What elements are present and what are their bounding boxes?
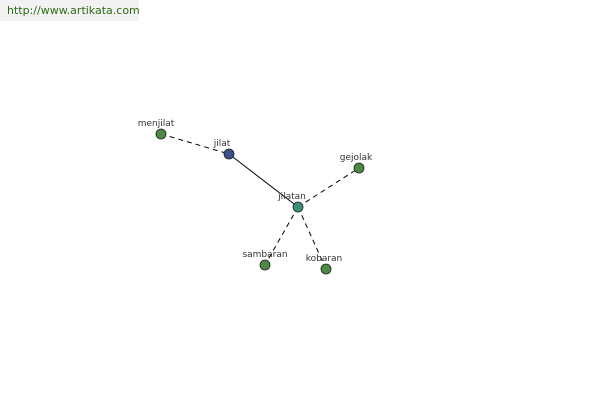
edge-layer [160, 133, 360, 270]
node-sambaran[interactable]: sambaran [242, 250, 288, 271]
url-bar: http://www.artikata.com [0, 0, 140, 21]
node-menjilat-marker[interactable] [155, 128, 167, 140]
node-sambaran-label[interactable]: sambaran [242, 250, 287, 260]
node-kobaran-marker[interactable] [320, 263, 332, 275]
node-jilat[interactable]: jilat [213, 139, 235, 160]
node-sambaran-marker[interactable] [259, 259, 271, 271]
node-kobaran[interactable]: kobaran [306, 254, 343, 275]
edge-jilat-jilatan [228, 153, 299, 208]
edge-jilatan-sambaran [264, 206, 299, 266]
node-jilat-marker[interactable] [223, 148, 235, 160]
node-jilatan[interactable]: jilatan [277, 192, 306, 213]
edge-menjilat-jilat [160, 133, 230, 155]
node-kobaran-label[interactable]: kobaran [306, 254, 343, 264]
edge-jilatan-kobaran [297, 206, 327, 270]
node-gejolak-label[interactable]: gejolak [340, 153, 373, 163]
node-menjilat[interactable]: menjilat [138, 119, 175, 140]
site-url-link[interactable]: http://www.artikata.com [7, 4, 140, 17]
node-layer: jilat menjilat jilatan gejolak sambaran kobar… [138, 119, 373, 275]
node-menjilat-label[interactable]: menjilat [138, 119, 175, 129]
node-gejolak-marker[interactable] [353, 162, 365, 174]
node-gejolak[interactable]: gejolak [340, 153, 373, 174]
node-jilatan-label[interactable]: jilatan [277, 192, 306, 202]
node-jilatan-marker[interactable] [292, 201, 304, 213]
node-jilat-label[interactable]: jilat [213, 139, 231, 149]
edge-jilatan-gejolak [297, 167, 360, 208]
